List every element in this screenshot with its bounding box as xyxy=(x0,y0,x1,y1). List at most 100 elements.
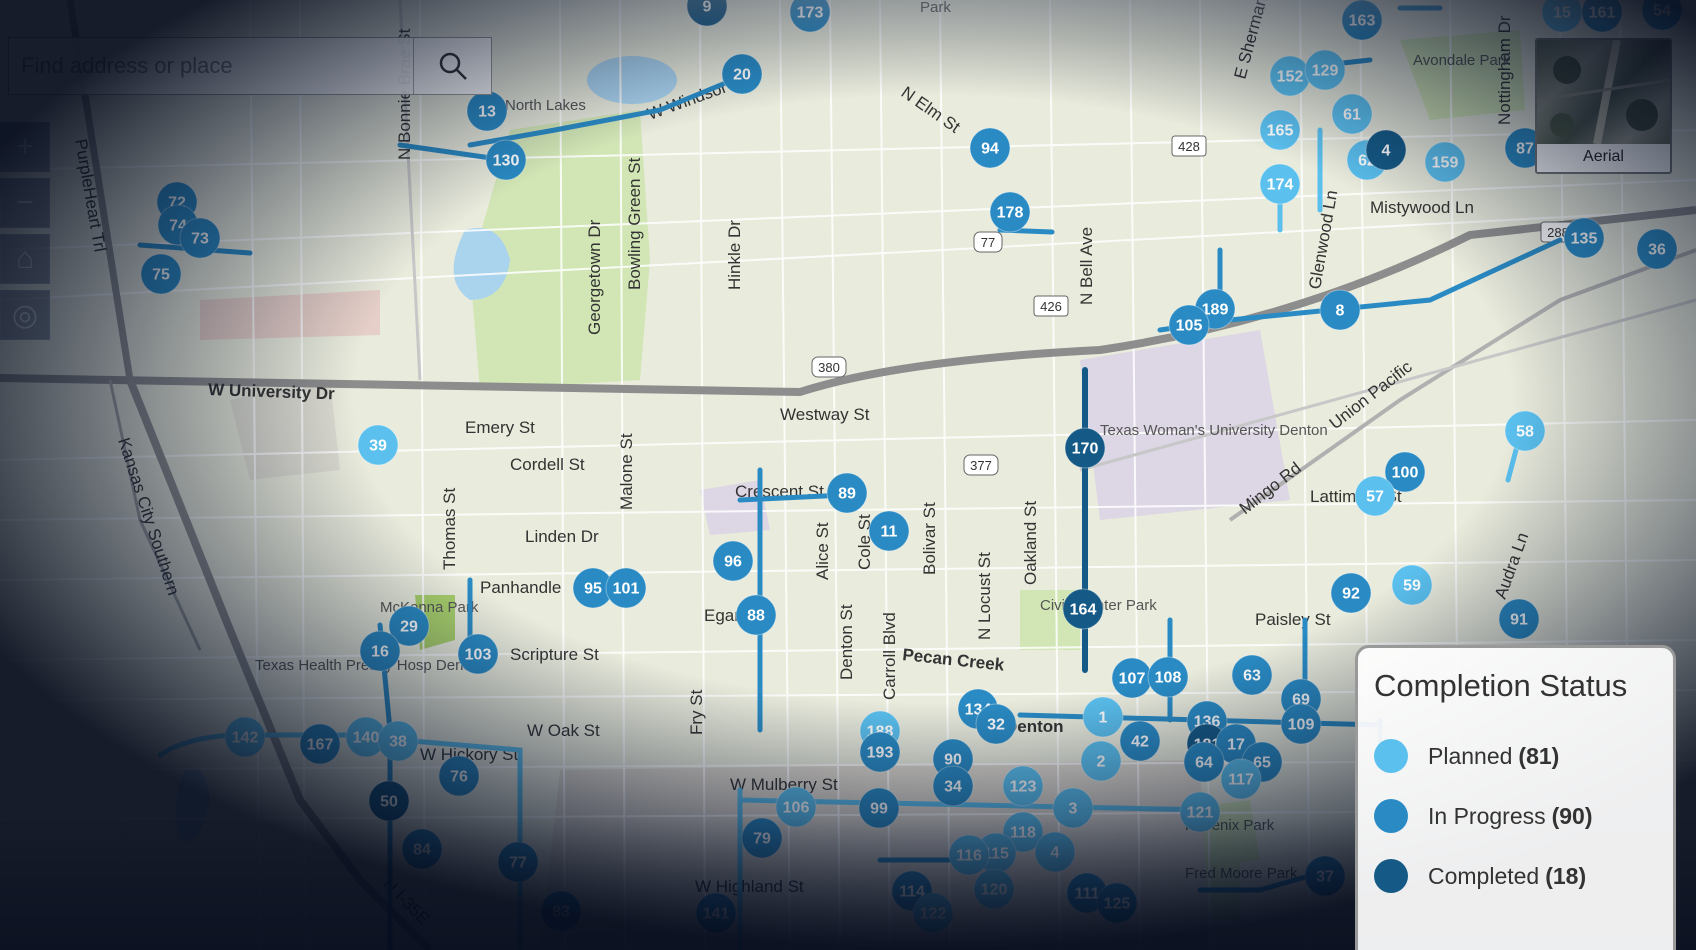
project-marker[interactable]: 129 xyxy=(1304,49,1346,91)
marker-label: 117 xyxy=(1228,772,1254,789)
marker-label: 165 xyxy=(1267,123,1294,140)
project-marker[interactable]: 141 xyxy=(695,892,737,934)
project-marker[interactable]: 73 xyxy=(179,217,221,259)
locate-icon[interactable]: ◎ xyxy=(0,290,50,340)
svg-text:Bowling Green St: Bowling Green St xyxy=(625,157,644,290)
home-icon[interactable]: ⌂ xyxy=(0,234,50,284)
project-marker[interactable]: 152 xyxy=(1269,55,1311,97)
project-marker[interactable]: 39 xyxy=(357,424,399,466)
project-marker[interactable]: 94 xyxy=(969,127,1011,169)
project-marker[interactable]: 108 xyxy=(1147,656,1189,698)
project-marker[interactable]: 142 xyxy=(224,716,266,758)
project-marker[interactable]: 178 xyxy=(989,191,1031,233)
project-marker[interactable]: 38 xyxy=(377,720,419,762)
project-marker[interactable]: 11 xyxy=(868,510,910,552)
project-marker[interactable]: 50 xyxy=(368,780,410,822)
project-marker[interactable]: 109 xyxy=(1280,703,1322,745)
legend-count: (81) xyxy=(1518,742,1560,769)
marker-label: 3 xyxy=(1069,801,1078,818)
project-marker[interactable]: 170 xyxy=(1064,427,1106,469)
project-marker[interactable]: 159 xyxy=(1424,141,1466,183)
svg-text:377: 377 xyxy=(970,458,992,473)
project-marker[interactable]: 106 xyxy=(775,786,817,828)
project-marker[interactable]: 88 xyxy=(735,594,777,636)
project-marker[interactable]: 123 xyxy=(1002,765,1044,807)
marker-label: 103 xyxy=(465,647,492,664)
marker-label: 120 xyxy=(981,882,1008,899)
project-marker[interactable]: 59 xyxy=(1391,564,1433,606)
project-marker[interactable]: 34 xyxy=(932,765,974,807)
marker-label: 140 xyxy=(353,730,380,747)
project-marker[interactable]: 130 xyxy=(485,139,527,181)
svg-text:Park: Park xyxy=(920,0,951,16)
zoom-in-icon[interactable]: + xyxy=(0,122,50,172)
project-marker[interactable]: 83 xyxy=(540,890,582,932)
marker-label: 173 xyxy=(797,5,824,22)
project-marker[interactable]: 64 xyxy=(1183,741,1225,783)
project-marker[interactable]: 117 xyxy=(1220,758,1262,800)
project-marker[interactable]: 32 xyxy=(975,703,1017,745)
project-marker[interactable]: 92 xyxy=(1330,572,1372,614)
marker-label: 163 xyxy=(1349,13,1376,30)
project-marker[interactable]: 193 xyxy=(859,731,901,773)
planned-swatch xyxy=(1374,739,1408,773)
project-marker[interactable]: 2 xyxy=(1080,740,1122,782)
project-marker[interactable]: 61 xyxy=(1331,93,1373,135)
project-marker[interactable]: 4 xyxy=(1034,831,1076,873)
project-marker[interactable]: 121 xyxy=(1179,791,1221,833)
project-marker[interactable]: 42 xyxy=(1119,720,1161,762)
project-marker[interactable]: 3 xyxy=(1052,787,1094,829)
project-marker[interactable]: 105 xyxy=(1168,304,1210,346)
project-marker[interactable]: 63 xyxy=(1231,654,1273,696)
project-marker[interactable]: 16 xyxy=(359,630,401,672)
project-marker[interactable]: 120 xyxy=(973,868,1015,910)
basemap-toggle[interactable]: Aerial xyxy=(1535,38,1672,174)
project-marker[interactable]: 13 xyxy=(466,90,508,132)
project-marker[interactable]: 36 xyxy=(1636,228,1678,270)
project-marker[interactable]: 77 xyxy=(497,841,539,883)
marker-label: 152 xyxy=(1277,69,1304,86)
search-input[interactable] xyxy=(9,38,413,94)
project-marker[interactable]: 174 xyxy=(1259,163,1301,205)
project-marker[interactable]: 57 xyxy=(1354,475,1396,517)
marker-label: 50 xyxy=(380,794,398,811)
project-marker[interactable]: 125 xyxy=(1096,882,1138,924)
svg-text:Texas Woman's University Dento: Texas Woman's University Denton xyxy=(1100,422,1328,439)
project-marker[interactable]: 164 xyxy=(1062,588,1104,630)
project-marker[interactable]: 58 xyxy=(1504,410,1546,452)
project-marker[interactable]: 107 xyxy=(1111,657,1153,699)
project-marker[interactable]: 79 xyxy=(741,817,783,859)
aerial-thumbnail xyxy=(1537,40,1670,145)
project-marker[interactable]: 165 xyxy=(1259,109,1301,151)
project-marker[interactable]: 4 xyxy=(1365,129,1407,171)
project-marker[interactable]: 91 xyxy=(1498,598,1540,640)
project-marker[interactable]: 116 xyxy=(948,834,990,876)
project-marker[interactable]: 1 xyxy=(1082,696,1124,738)
project-marker[interactable]: 101 xyxy=(605,567,647,609)
legend-item-completed: Completed (18) xyxy=(1374,846,1657,906)
project-marker[interactable]: 167 xyxy=(299,723,341,765)
marker-label: 42 xyxy=(1131,734,1149,751)
project-marker[interactable]: 163 xyxy=(1341,0,1383,41)
search-bar[interactable] xyxy=(8,37,492,95)
project-marker[interactable]: 135 xyxy=(1563,217,1605,259)
project-marker[interactable]: 122 xyxy=(912,892,954,934)
marker-label: 95 xyxy=(584,581,602,598)
marker-label: 2 xyxy=(1097,754,1106,771)
project-marker[interactable]: 96 xyxy=(712,540,754,582)
project-marker[interactable]: 8 xyxy=(1319,289,1361,331)
project-marker[interactable]: 84 xyxy=(401,828,443,870)
project-marker[interactable]: 89 xyxy=(826,472,868,514)
marker-label: 36 xyxy=(1648,242,1666,259)
zoom-out-icon[interactable]: − xyxy=(0,178,50,228)
svg-text:Fry St: Fry St xyxy=(687,689,706,735)
search-button[interactable] xyxy=(413,38,491,94)
project-marker[interactable]: 75 xyxy=(140,253,182,295)
project-marker[interactable]: 20 xyxy=(721,53,763,95)
project-marker[interactable]: 37 xyxy=(1304,855,1346,897)
project-marker[interactable]: 76 xyxy=(438,755,480,797)
project-marker[interactable]: 103 xyxy=(457,633,499,675)
project-marker[interactable]: 99 xyxy=(858,787,900,829)
svg-text:Denton St: Denton St xyxy=(837,604,856,680)
